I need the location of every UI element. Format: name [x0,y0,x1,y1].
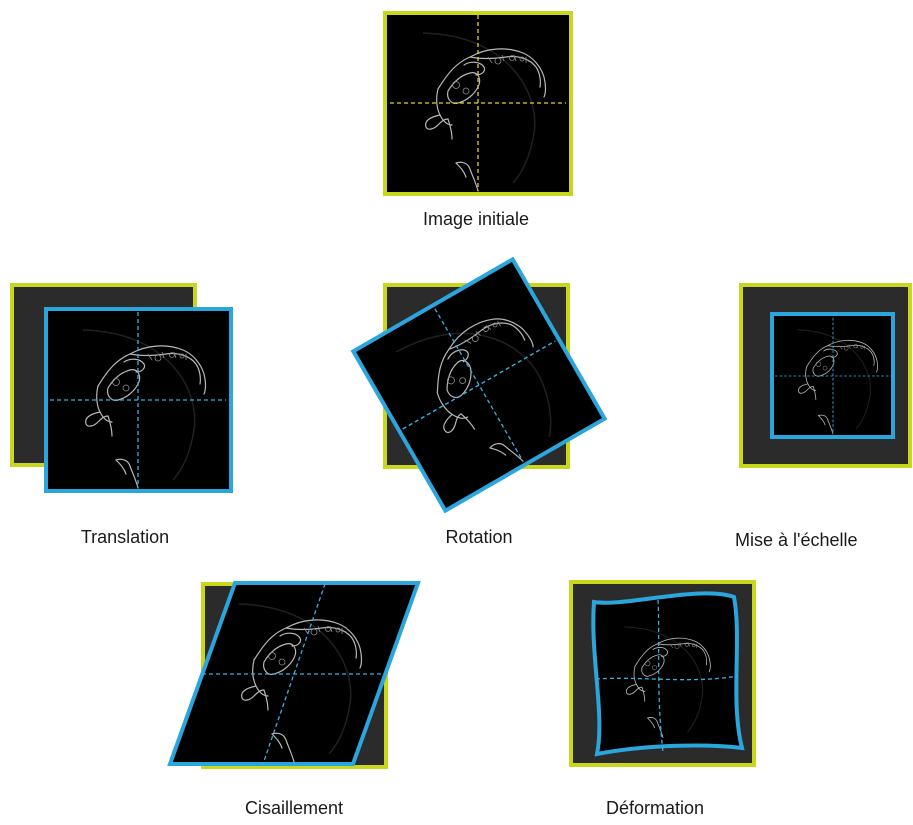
caption-scaling: Mise à l'échelle [735,530,858,550]
panel-translation: Translation [10,283,233,547]
caption-deformation: Déformation [606,798,704,818]
anatomy-shear [202,583,386,765]
panel-scaling: Mise à l'échelle [735,283,912,550]
panel-deformation: Déformation [569,580,756,818]
caption-shear: Cisaillement [245,798,343,818]
deformed-cross-vertical [657,599,664,753]
caption-rotation: Rotation [445,527,512,547]
caption-initial-image: Image initiale [423,209,529,229]
transformed-frame-deformation [591,591,745,757]
deformed-cross-horizontal [595,675,739,681]
panel-rotation: Rotation [350,256,608,547]
panel-shear: Cisaillement [167,581,421,818]
rotated-frame [350,256,608,514]
transformed-frame-scaling [770,312,895,439]
caption-translation: Translation [81,527,169,547]
panel-initial-image: Image initiale [383,11,573,229]
